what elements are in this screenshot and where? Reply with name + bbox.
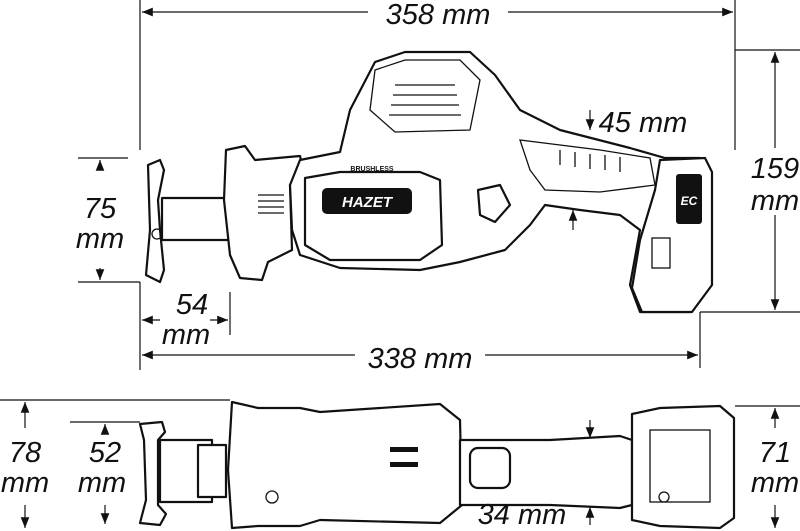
shoe-depth-unit: mm xyxy=(162,319,210,351)
height-value: 159 xyxy=(751,153,799,185)
svg-text:34 mm: 34 mm xyxy=(478,499,567,531)
shoe-depth-value: 54 xyxy=(176,289,208,321)
saw-shoe xyxy=(144,158,166,284)
saw-top-view xyxy=(138,400,736,530)
dim-height: 159 mm xyxy=(700,49,800,313)
battery-indicator xyxy=(651,237,671,269)
dim-battery-width: 71 mm xyxy=(735,405,800,528)
battery-width-value: 71 xyxy=(759,437,791,469)
shoe-height-value: 75 xyxy=(84,193,117,225)
dim-body-width: 78 mm xyxy=(0,399,230,528)
dim-grip-width: 45 mm xyxy=(568,107,688,230)
trigger xyxy=(476,183,512,224)
dim-shoe-depth: 54 mm xyxy=(139,282,231,370)
dim-length-without-blade: 338 mm xyxy=(142,312,701,375)
top-trigger xyxy=(468,446,512,490)
svg-text:338 mm: 338 mm xyxy=(368,343,473,375)
brand-plate xyxy=(322,188,412,214)
shoe-width-value: 52 xyxy=(89,437,121,469)
shoe-height-unit: mm xyxy=(76,223,124,255)
brand-logo: HAZET xyxy=(342,194,394,211)
shoe-width-unit: mm xyxy=(78,467,126,499)
motor-housing xyxy=(303,170,444,262)
dim-shoe-height: 75 mm xyxy=(76,157,140,283)
handle-grip xyxy=(519,139,656,193)
body-width-value: 78 xyxy=(9,437,41,469)
height-unit: mm xyxy=(751,185,799,217)
dim-overall-length: 358 mm xyxy=(139,0,736,150)
length-without-blade-unit: mm xyxy=(424,343,472,375)
grip-width-unit: mm xyxy=(639,107,687,139)
grip-thickness-value: 34 xyxy=(478,499,510,531)
saw-side-view: HAZET BRUSHLESS EC xyxy=(144,50,714,314)
length-without-blade-value: 338 xyxy=(368,343,416,375)
svg-text:45 mm: 45 mm xyxy=(599,107,688,139)
dim-shoe-width: 52 mm xyxy=(70,421,140,524)
motor-label: BRUSHLESS xyxy=(350,166,394,173)
top-shoe xyxy=(138,420,168,527)
grip-thickness-unit: mm xyxy=(518,499,566,531)
overall-length-unit: mm xyxy=(442,0,490,31)
svg-text:358 mm: 358 mm xyxy=(386,0,491,31)
overall-length-value: 358 xyxy=(386,0,434,31)
body-width-unit: mm xyxy=(1,467,49,499)
battery-width-unit: mm xyxy=(751,467,799,499)
dim-grip-thickness: 34 mm xyxy=(478,420,595,531)
top-body xyxy=(226,400,464,530)
top-chuck xyxy=(196,443,228,499)
blade-clamp xyxy=(160,196,232,242)
battery-badge xyxy=(676,174,702,224)
grip-width-value: 45 xyxy=(599,107,632,139)
top-battery xyxy=(630,404,736,530)
battery-label: EC xyxy=(681,194,698,208)
